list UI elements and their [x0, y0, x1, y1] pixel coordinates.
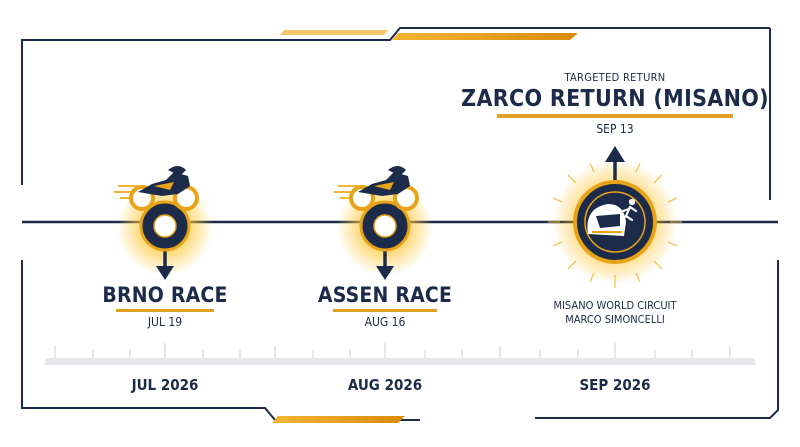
event-date: JUL 19: [147, 315, 183, 329]
helmet-icon: [587, 204, 626, 236]
month-label: JUL 2026: [131, 376, 199, 394]
title-underline: [333, 309, 437, 312]
title-underline: [116, 309, 214, 312]
month-ruler: [45, 343, 755, 365]
title-underline: [497, 114, 733, 118]
event-title: ASSEN RACE: [317, 283, 453, 307]
event-title: BRNO RACE: [102, 283, 228, 307]
month-label: SEP 2026: [579, 376, 651, 394]
motorcycle-icon: [334, 166, 419, 211]
month-label: AUG 2026: [347, 376, 423, 394]
gold-accent-bars: [272, 30, 578, 423]
target-title: ZARCO RETURN (MISANO): [461, 86, 769, 112]
target-kicker: TARGETED RETURN: [564, 71, 666, 84]
running-person-icon: [619, 198, 638, 223]
event-date: AUG 16: [364, 315, 406, 329]
venue-line-2: MARCO SIMONCELLI: [565, 313, 665, 326]
venue-line-1: MISANO WORLD CIRCUIT: [553, 299, 677, 312]
motorcycle-icon: [114, 166, 199, 211]
target-date: SEP 13: [596, 122, 634, 136]
